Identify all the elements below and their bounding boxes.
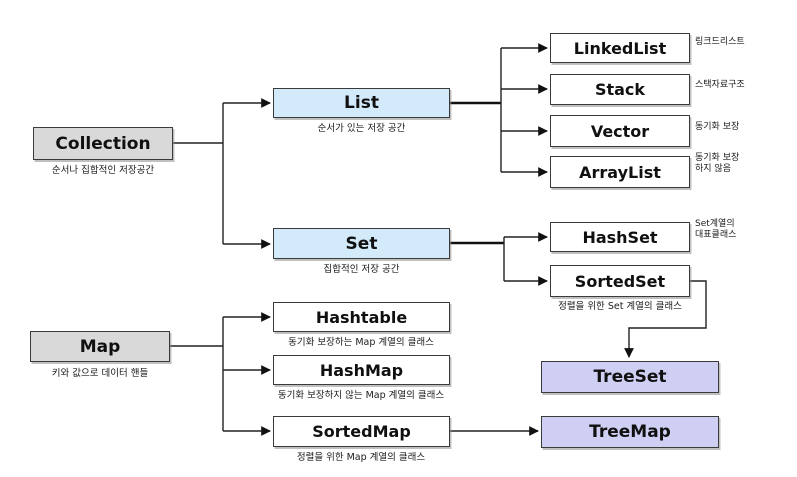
note-arraylist: 동기화 보장 하지 않음 xyxy=(695,153,740,174)
node-linkedlist-label: LinkedList xyxy=(573,38,667,58)
node-treeset-label: TreeSet xyxy=(593,367,667,387)
connector-map-trunk xyxy=(170,317,224,431)
node-stack: Stack xyxy=(550,74,690,105)
node-vector: Vector xyxy=(550,115,690,147)
node-treeset: TreeSet xyxy=(541,361,719,393)
node-list-label: List xyxy=(344,93,379,113)
node-sortedmap-label: SortedMap xyxy=(312,422,411,441)
node-arraylist-label: ArrayList xyxy=(579,162,661,182)
note-hashset: Set계열의 대표클래스 xyxy=(695,219,737,240)
node-set: Set xyxy=(273,228,450,259)
node-set-label: Set xyxy=(345,233,378,254)
node-vector-label: Vector xyxy=(590,121,650,141)
node-linkedlist: LinkedList xyxy=(550,33,690,63)
node-collection: Collection xyxy=(33,127,173,160)
node-stack-label: Stack xyxy=(594,80,646,99)
node-collection-label: Collection xyxy=(55,133,151,154)
node-hashset: HashSet xyxy=(550,222,690,252)
node-sortedset-label: SortedSet xyxy=(574,271,666,291)
connector-collection-trunk xyxy=(173,103,224,244)
caption-set: 집합적인 저장 공간 xyxy=(323,264,400,275)
node-map-label: Map xyxy=(79,336,121,357)
node-sortedset: SortedSet xyxy=(550,265,690,297)
node-treemap: TreeMap xyxy=(541,416,719,448)
node-hashmap-label: HashMap xyxy=(319,360,404,380)
node-hashmap: HashMap xyxy=(273,355,450,385)
caption-sortedmap: 정렬을 위한 Map 계열의 클래스 xyxy=(296,452,426,463)
node-map: Map xyxy=(30,331,170,362)
caption-list: 순서가 있는 저장 공간 xyxy=(317,123,406,134)
node-sortedmap: SortedMap xyxy=(273,416,450,447)
note-vector: 동기화 보장 xyxy=(695,122,740,132)
caption-hashtable: 동기화 보장하는 Map 계열의 클래스 xyxy=(288,337,434,348)
node-list: List xyxy=(273,88,450,118)
note-stack: 스택자료구조 xyxy=(695,80,745,90)
caption-hashmap: 동기화 보장하지 않는 Map 계열의 클래스 xyxy=(277,390,445,401)
node-treemap-label: TreeMap xyxy=(589,422,671,442)
node-arraylist: ArrayList xyxy=(550,156,690,188)
node-hashset-label: HashSet xyxy=(582,227,658,247)
caption-sortedset: 정렬을 위한 Set 계열의 클래스 xyxy=(558,301,682,312)
connector-sortedset-to-treeset xyxy=(624,280,707,358)
note-linkedlist: 링크드리스트 xyxy=(695,37,745,47)
node-hashtable: Hashtable xyxy=(273,302,450,332)
caption-map: 키와 값으로 데이터 핸들 xyxy=(51,368,149,379)
caption-collection: 순서나 집합적인 저장공간 xyxy=(51,165,155,176)
node-hashtable-label: Hashtable xyxy=(315,307,408,327)
